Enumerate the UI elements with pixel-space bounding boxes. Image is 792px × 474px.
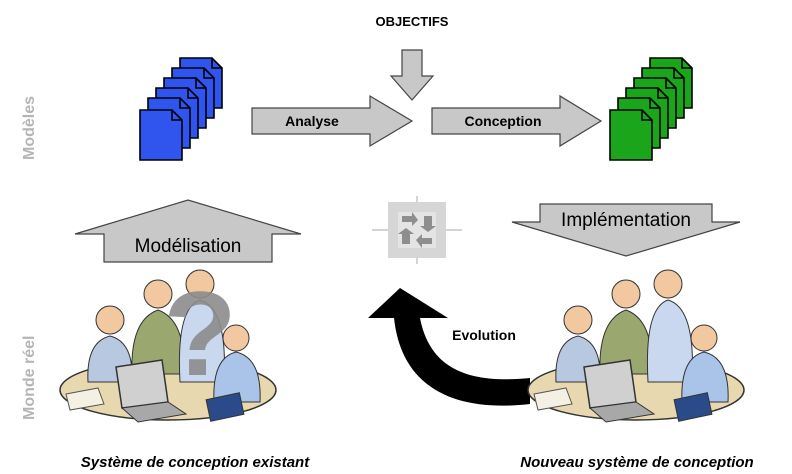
conception-arrow: [431, 94, 603, 148]
objectifs-down-arrow: [389, 49, 435, 101]
new-team-illustration: [527, 269, 745, 423]
model-documents-left: [139, 57, 223, 161]
analyse-label: Analyse: [285, 113, 339, 129]
evolution-label: Evolution: [452, 327, 516, 343]
modelisation-label: Modélisation: [135, 236, 242, 257]
question-mark-icon: ?: [163, 267, 236, 401]
cycle-icon: [372, 196, 462, 264]
side-label-models: Modèles: [21, 96, 38, 160]
implementation-label: Implémentation: [561, 210, 691, 231]
objectifs-label: OBJECTIFS: [376, 14, 449, 29]
evolution-arrow: [368, 288, 530, 406]
caption-existing-system: Système de conception existant: [81, 454, 310, 471]
modelisation-arrow: [74, 199, 302, 263]
caption-new-system: Nouveau système de conception: [520, 454, 753, 471]
analyse-arrow: [251, 94, 414, 148]
implementation-arrow: [511, 203, 741, 257]
conception-label: Conception: [465, 113, 542, 129]
model-documents-right: [609, 57, 693, 161]
side-label-real-world: Monde réel: [21, 336, 38, 420]
